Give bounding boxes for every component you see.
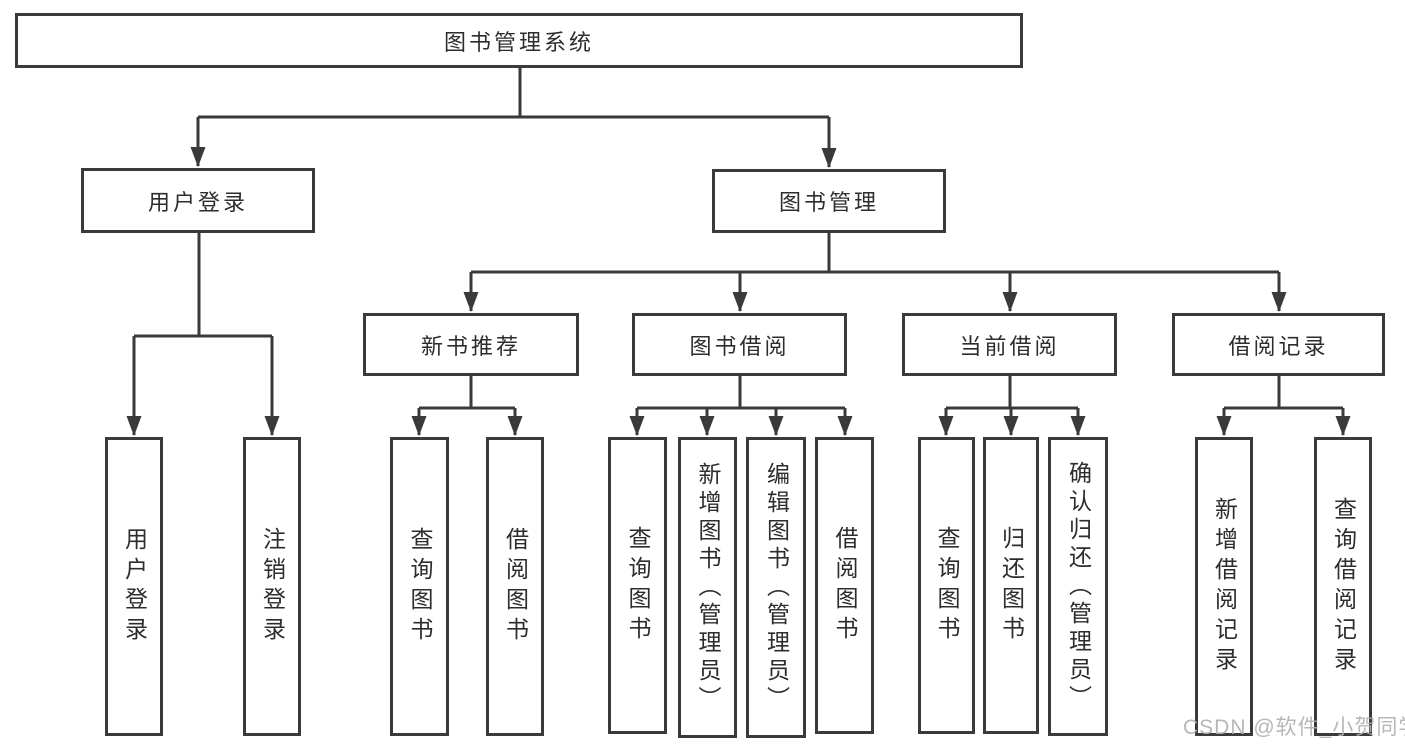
node-label: 图书管理 [778, 190, 879, 215]
node-bb-query-books: 查询图书 [608, 437, 667, 734]
node-label: 图书借阅 [689, 333, 790, 359]
node-user-login-group: 用户登录 [81, 168, 315, 233]
node-bb-add-books-admin: 新增图书（管理员） [678, 437, 737, 738]
rail-new-book-rec [419, 376, 515, 410]
rail-book-mgmt [471, 233, 1279, 274]
node-book-mgmt-group: 图书管理 [712, 169, 946, 233]
node-label: 新书推荐 [420, 333, 521, 359]
csdn-watermark: CSDN @软件_小贺同学 [1183, 716, 1405, 739]
node-label: 编辑图书（管理员） [763, 461, 790, 714]
node-book-borrow: 图书借阅 [632, 313, 847, 376]
node-label: 注销登录 [259, 526, 286, 647]
node-label: 归还图书 [998, 525, 1025, 646]
rail-book-borrow [637, 376, 845, 410]
node-label: 确认归还（管理员） [1065, 460, 1092, 713]
node-cb-confirm-return-admin: 确认归还（管理员） [1048, 437, 1108, 736]
rail-root [198, 68, 829, 119]
node-label: 查询借阅记录 [1330, 496, 1357, 677]
node-br-query-record: 查询借阅记录 [1314, 437, 1372, 736]
node-nb-borrow-books: 借阅图书 [486, 437, 544, 736]
node-label: 新增图书（管理员） [695, 461, 721, 714]
node-label: 用户登录 [147, 189, 248, 215]
node-label: 用户登录 [121, 526, 148, 647]
rail-borrow-records [1224, 376, 1343, 410]
node-current-borrow: 当前借阅 [902, 313, 1117, 376]
node-label: 借阅图书 [832, 525, 858, 646]
node-new-book-rec: 新书推荐 [363, 313, 579, 376]
node-label: 借阅图书 [502, 526, 529, 647]
node-label: 当前借阅 [959, 333, 1060, 359]
node-logout: 注销登录 [243, 437, 301, 736]
node-label: 借阅记录 [1228, 333, 1329, 359]
node-cb-return-books: 归还图书 [983, 437, 1039, 734]
node-user-login: 用户登录 [105, 437, 163, 736]
rail-user-login [134, 233, 272, 338]
node-bb-edit-books-admin: 编辑图书（管理员） [746, 437, 806, 738]
node-bb-borrow-books: 借阅图书 [815, 437, 874, 734]
node-label: 查询图书 [625, 525, 651, 646]
node-label: 新增借阅记录 [1211, 496, 1238, 677]
node-label: 图书管理系统 [443, 29, 594, 55]
node-root: 图书管理系统 [15, 13, 1023, 68]
node-label: 查询图书 [934, 525, 960, 646]
rail-current-borrow [946, 376, 1078, 410]
node-label: 查询图书 [407, 526, 433, 647]
node-cb-query-books: 查询图书 [918, 437, 975, 734]
node-nb-query-books: 查询图书 [390, 437, 449, 736]
node-br-add-record: 新增借阅记录 [1195, 437, 1253, 736]
node-borrow-records: 借阅记录 [1172, 313, 1385, 376]
